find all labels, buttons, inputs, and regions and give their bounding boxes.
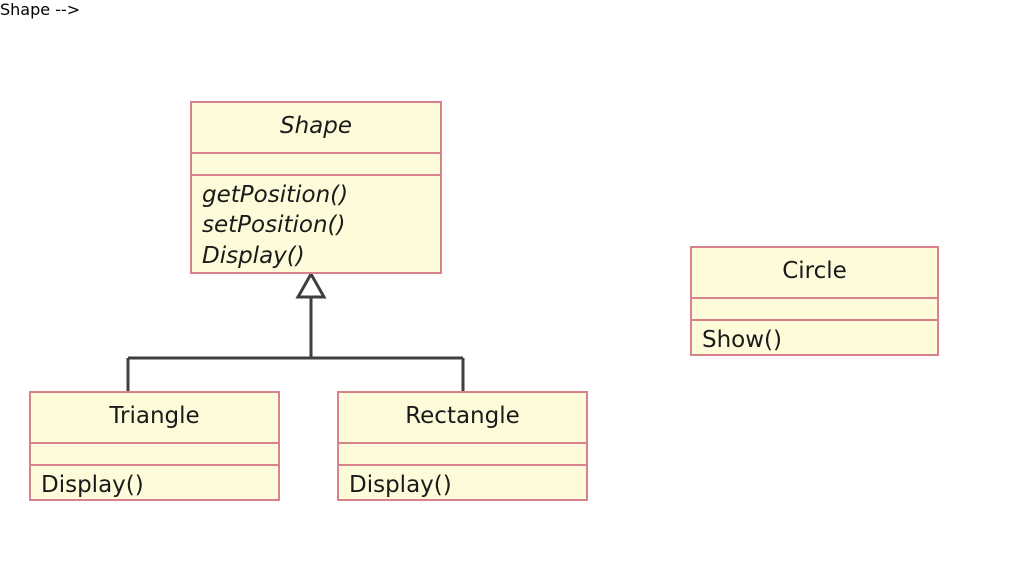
method-item: setPosition() <box>202 212 346 239</box>
class-box-triangle[interactable]: Triangle Display() <box>29 391 280 501</box>
method-item: Show() <box>702 326 783 353</box>
class-attributes-shape <box>192 154 440 176</box>
class-name-triangle: Triangle <box>31 393 278 444</box>
method-item: Display() <box>202 242 305 269</box>
method-item: Display() <box>349 471 452 498</box>
class-box-circle[interactable]: Circle Show() <box>690 246 939 356</box>
class-name-rectangle: Rectangle <box>339 393 586 444</box>
method-item: getPosition() <box>202 181 349 208</box>
inheritance-arrowhead-icon <box>295 270 327 299</box>
class-box-rectangle[interactable]: Rectangle Display() <box>337 391 588 501</box>
class-box-shape[interactable]: Shape getPosition() setPosition() Displa… <box>190 101 442 274</box>
class-attributes-triangle <box>31 444 278 466</box>
method-item: Display() <box>41 471 144 498</box>
class-methods-rectangle: Display() <box>339 466 586 507</box>
class-methods-triangle: Display() <box>31 466 278 507</box>
class-name-shape: Shape <box>192 103 440 154</box>
class-methods-shape: getPosition() setPosition() Display() <box>192 176 440 278</box>
class-attributes-circle <box>692 299 937 321</box>
class-methods-circle: Show() <box>692 321 937 362</box>
class-attributes-rectangle <box>339 444 586 466</box>
class-name-circle: Circle <box>692 248 937 299</box>
